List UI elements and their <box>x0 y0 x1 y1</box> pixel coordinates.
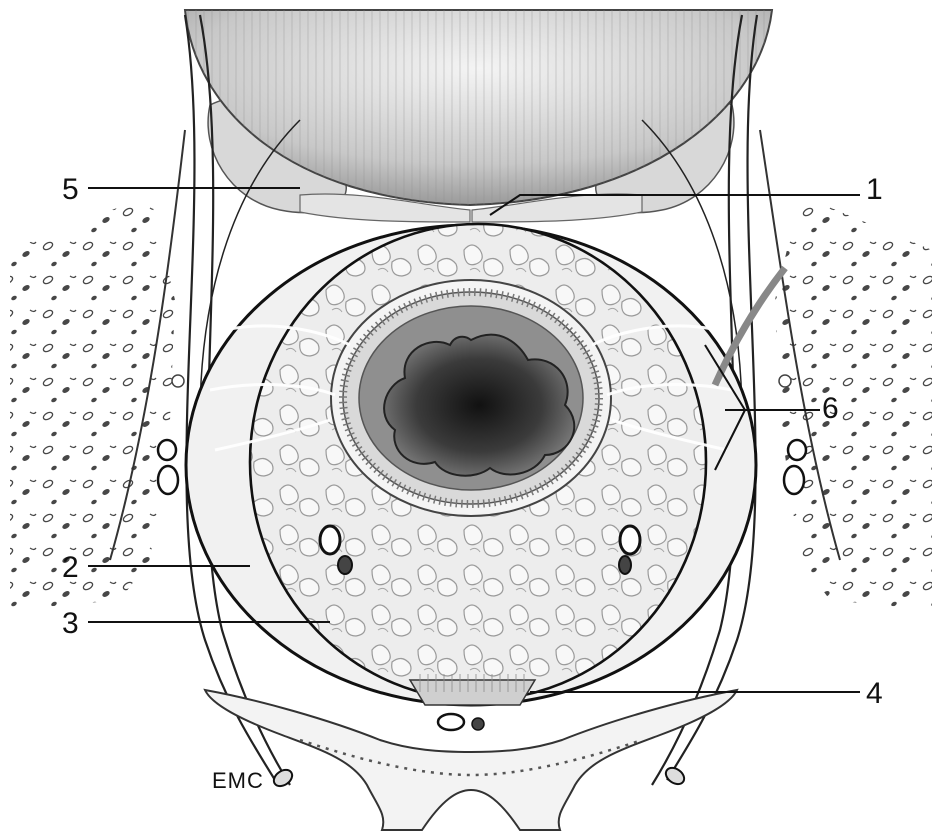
callout-2: 2 <box>62 551 79 584</box>
left-pelvic-sidewall <box>10 130 185 610</box>
callout-6: 6 <box>822 392 839 425</box>
callout-4: 4 <box>866 677 883 710</box>
rectum <box>331 280 611 516</box>
callout-1: 1 <box>866 173 883 206</box>
callout-3: 3 <box>62 607 79 640</box>
artist-signature: EMC <box>212 768 264 793</box>
callout-5: 5 <box>62 173 79 206</box>
sacrum <box>205 690 737 830</box>
right-pelvic-sidewall <box>760 130 932 610</box>
presacral-structure <box>410 680 535 730</box>
